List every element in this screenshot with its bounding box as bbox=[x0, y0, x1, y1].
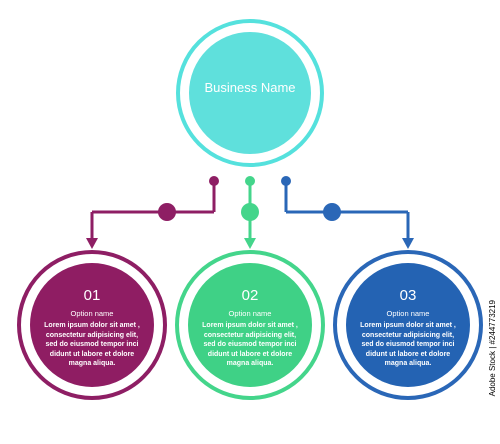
option-1-number: 01 bbox=[83, 287, 101, 304]
connector-right-mid-dot bbox=[323, 203, 341, 221]
connector-left-arrow bbox=[86, 238, 98, 249]
option-1-content: 01 Option name Lorem ipsum dolor sit ame… bbox=[42, 287, 142, 369]
option-2-number: 02 bbox=[241, 287, 259, 304]
connector-center-arrow bbox=[244, 238, 256, 249]
option-3-description: Lorem ipsum dolor sit amet , consectetur… bbox=[360, 322, 456, 367]
option-2-name: Option name bbox=[228, 309, 272, 318]
option-2-content: 02 Option name Lorem ipsum dolor sit ame… bbox=[200, 287, 300, 369]
connector-center-mid-dot bbox=[241, 203, 259, 221]
option-2-circle bbox=[188, 263, 312, 387]
option-3-content: 03 Option name Lorem ipsum dolor sit ame… bbox=[358, 287, 458, 369]
connector-left-top-dot bbox=[209, 176, 219, 186]
option-3-name: Option name bbox=[386, 309, 430, 318]
connector-right-top-dot bbox=[281, 176, 291, 186]
option-3-circle bbox=[346, 263, 470, 387]
option-3-number: 03 bbox=[399, 287, 417, 304]
connector-center-top-dot bbox=[245, 176, 255, 186]
option-1-description: Lorem ipsum dolor sit amet , consectetur… bbox=[44, 322, 140, 367]
connector-right bbox=[284, 183, 410, 238]
option-1-name: Option name bbox=[70, 309, 114, 318]
center-circle bbox=[189, 32, 311, 154]
stock-watermark: Adobe Stock | #244773219 bbox=[488, 300, 497, 397]
connector-right-arrow bbox=[402, 238, 414, 249]
connector-left bbox=[90, 183, 216, 238]
option-2-description: Lorem ipsum dolor sit amet , consectetur… bbox=[202, 322, 298, 367]
center-title: Business Name bbox=[204, 80, 296, 95]
option-1-circle bbox=[30, 263, 154, 387]
connector-left-mid-dot bbox=[158, 203, 176, 221]
